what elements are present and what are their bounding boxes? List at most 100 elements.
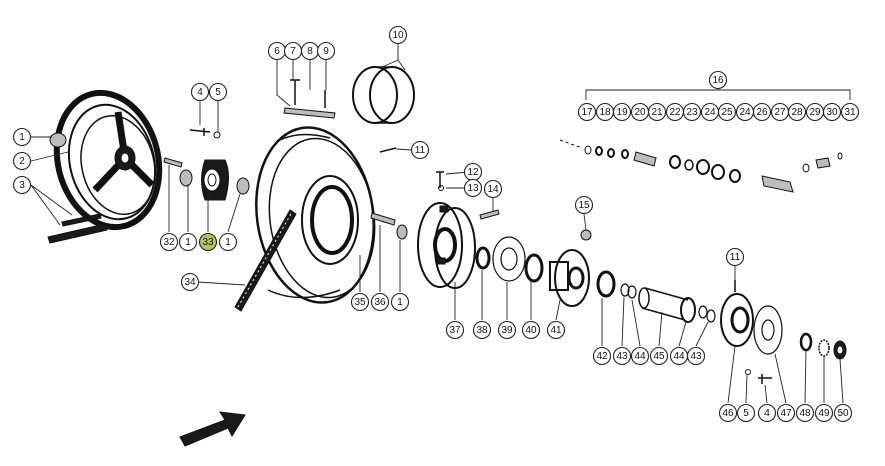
callout-23: 23 [682,102,702,122]
callout-6: 6 [267,41,287,61]
callout-47: 47 [776,403,796,423]
callout-number: 39 [501,325,513,336]
hub-33 [179,159,250,201]
callout-number: 25 [721,107,733,118]
callout-number: 14 [487,184,499,195]
drive-belt-34 [234,209,297,312]
callout-number: 5 [215,87,221,98]
callout-number: 23 [686,107,698,118]
callout-17: 17 [577,102,597,122]
callout-number: 34 [184,277,196,288]
callout-1: 1 [218,232,238,252]
pin-32 [163,157,183,168]
parts-drawing [47,66,847,447]
callout-33: 33 [198,232,218,252]
callout-35: 35 [350,292,370,312]
callout-number: 18 [599,107,611,118]
flange-46 [720,293,754,347]
pulley-35 [255,126,376,304]
hub-37 [417,202,476,289]
callout-number: 44 [634,351,646,362]
callout-21: 21 [647,102,667,122]
callout-number: 12 [467,167,479,178]
pin-36 [370,212,396,226]
callout-number: 2 [19,156,25,167]
callout-16: 16 [708,70,728,90]
callout-number: 13 [467,183,479,194]
callout-number: 50 [837,408,849,419]
callout-number: 1 [397,297,403,308]
callout-number: 27 [774,107,786,118]
callout-24: 24 [735,102,755,122]
callout-number: 30 [826,107,838,118]
callout-number: 46 [722,408,734,419]
callout-4: 4 [757,403,777,423]
callout-number: 4 [197,87,203,98]
callout-8: 8 [300,41,320,61]
callout-number: 21 [651,107,663,118]
callout-number: 1 [19,132,25,143]
callout-number: 8 [307,46,313,57]
callout-number: 24 [704,107,716,118]
callout-41: 41 [546,320,566,340]
callout-number: 26 [756,107,768,118]
callout-number: 10 [392,30,404,41]
callout-number: 1 [225,237,231,248]
callout-20: 20 [630,102,650,122]
callout-1: 1 [178,232,198,252]
callout-30: 30 [822,102,842,122]
callout-19: 19 [612,102,632,122]
callout-number: 41 [550,325,562,336]
callout-number: 45 [653,351,665,362]
callout-22: 22 [665,102,685,122]
callout-10: 10 [388,25,408,45]
callout-number: 9 [323,46,329,57]
callout-48: 48 [795,403,815,423]
callout-number: 6 [274,46,280,57]
callout-number: 36 [374,297,386,308]
bar-6 [283,107,336,119]
callout-number: 42 [596,351,608,362]
ring-10 [352,66,415,124]
callout-number: 3 [19,180,25,191]
callout-5: 5 [208,82,228,102]
callout-29: 29 [805,102,825,122]
callout-34: 34 [180,272,200,292]
callout-number: 33 [202,237,214,248]
callout-number: 38 [476,325,488,336]
callout-number: 37 [449,325,461,336]
callout-number: 20 [634,107,646,118]
bushing-1 [49,132,67,148]
callout-26: 26 [752,102,772,122]
callout-24: 24 [700,102,720,122]
callout-12: 12 [463,162,483,182]
callout-31: 31 [840,102,860,122]
callout-number: 11 [415,145,426,156]
callout-number: 32 [163,237,175,248]
callout-11: 11 [725,247,745,267]
callout-number: 5 [743,408,749,419]
callout-45: 45 [649,346,669,366]
callout-32: 32 [159,232,179,252]
callout-5: 5 [736,403,756,423]
callout-43: 43 [686,346,706,366]
callout-number: 49 [818,408,830,419]
callout-number: 11 [730,252,741,263]
callout-number: 7 [290,46,296,57]
callout-3: 3 [12,175,32,195]
callout-27: 27 [770,102,790,122]
callout-number: 40 [525,325,537,336]
callout-number: 16 [712,75,724,86]
callout-number: 29 [809,107,821,118]
callout-number: 31 [844,107,856,118]
callout-number: 1 [185,237,191,248]
callout-number: 28 [791,107,803,118]
callout-15: 15 [574,195,594,215]
callout-42: 42 [592,346,612,366]
callout-number: 43 [616,351,628,362]
callout-14: 14 [483,179,503,199]
callout-44: 44 [669,346,689,366]
callout-number: 24 [739,107,751,118]
